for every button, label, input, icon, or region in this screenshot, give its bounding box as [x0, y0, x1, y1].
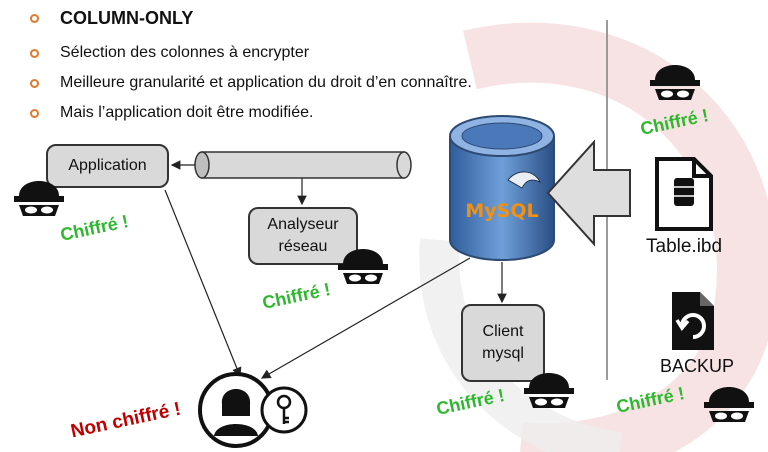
application-label: Application	[68, 157, 147, 174]
bullet-text: Meilleure granularité et application du …	[60, 74, 472, 91]
table-file-label: Table.ibd	[646, 236, 723, 257]
database-cylinder-icon	[449, 115, 555, 261]
client-label-2: mysql	[482, 345, 524, 362]
application-box: Application	[46, 144, 169, 188]
backup-label: BACKUP	[660, 356, 735, 376]
client-mysql-box: Client mysql	[461, 304, 545, 382]
hacker-icon	[650, 65, 700, 100]
analyseur-label-1: Analyseur	[267, 216, 339, 233]
hacker-icon	[704, 387, 754, 422]
bullet-icon	[30, 109, 39, 118]
user-key-icon	[198, 372, 308, 448]
bullet-icon	[30, 14, 39, 23]
slide-title: COLUMN-ONLY	[60, 8, 194, 28]
file-restore-icon	[672, 292, 714, 350]
arrow-left-icon	[546, 139, 631, 247]
hacker-icon	[524, 373, 574, 408]
bullet-text: Mais l’application doit être modifiée.	[60, 104, 314, 121]
bullet-icon	[30, 49, 39, 58]
client-label-1: Client	[482, 323, 524, 340]
analyseur-box: Analyseur réseau	[248, 207, 358, 265]
network-pipe	[194, 151, 412, 179]
file-database-icon	[655, 157, 713, 231]
bullet-text: Sélection des colonnes à encrypter	[60, 44, 310, 61]
mysql-logo-text: MySQL	[465, 200, 539, 222]
analyseur-label-2: réseau	[278, 238, 328, 255]
hacker-icon	[14, 181, 64, 216]
hacker-icon	[338, 249, 388, 284]
bullet-icon	[30, 79, 39, 88]
